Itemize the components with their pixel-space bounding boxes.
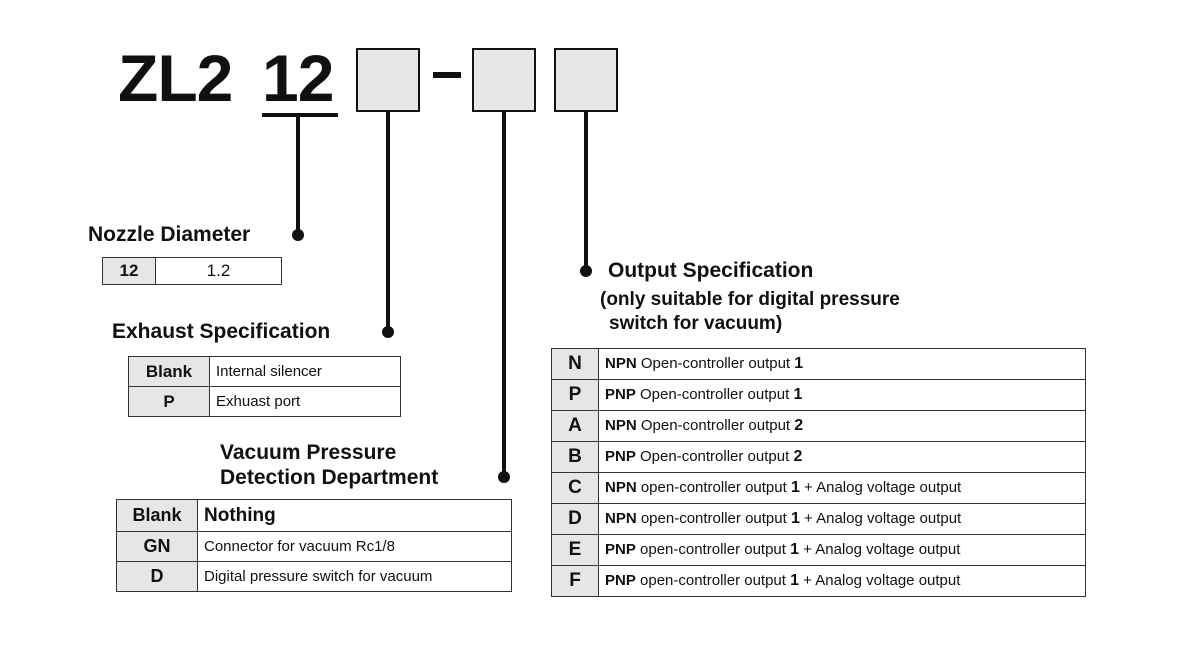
desc-cell: NPN open-controller output 1 + Analog vo… (598, 472, 1086, 504)
output-count: 1 (790, 510, 800, 527)
output-type: NPN (605, 510, 637, 527)
code-cell: B (551, 441, 599, 473)
code-cell: P (551, 379, 599, 411)
table-row: GN Connector for vacuum Rc1/8 (116, 531, 512, 562)
output-code-box (554, 48, 618, 112)
desc-cell: PNP open-controller output 1 + Analog vo… (598, 565, 1086, 597)
code-cell: F (551, 565, 599, 597)
nozzle-title: Nozzle Diameter (88, 223, 251, 246)
output-text: Open-controller output (636, 417, 795, 434)
output-count: 2 (793, 448, 803, 465)
output-text: Open-controller output (635, 448, 794, 465)
code-separator (433, 72, 461, 78)
code-cell: GN (116, 531, 198, 562)
table-row: D Digital pressure switch for vacuum (116, 561, 512, 592)
vacuum-leader-dot (498, 471, 510, 483)
output-leader-dot (580, 265, 592, 277)
table-row: Blank Nothing (116, 499, 512, 532)
desc-cell: NPN Open-controller output 2 (598, 410, 1086, 442)
vacuum-code-box (472, 48, 536, 112)
table-row: Blank Internal silencer (128, 356, 401, 387)
output-text: Open-controller output (636, 355, 795, 372)
output-count: 2 (794, 417, 804, 434)
desc-cell: NPN open-controller output 1 + Analog vo… (598, 503, 1086, 535)
output-text: open-controller output (636, 479, 791, 496)
model-diameter-code: 12 (262, 41, 334, 115)
table-row: 12 1.2 (102, 257, 282, 285)
code-cell: A (551, 410, 599, 442)
output-type: PNP (605, 448, 636, 465)
code-cell: N (551, 348, 599, 380)
output-count: 1 (793, 386, 803, 403)
output-text: open-controller output (635, 541, 791, 558)
output-leader-line (584, 112, 588, 268)
vacuum-title-line2: Detection Department (220, 466, 439, 489)
nozzle-leader-dot (292, 229, 304, 241)
output-text: Open-controller output (635, 386, 794, 403)
code-cell: 12 (102, 257, 156, 285)
output-type: NPN (605, 417, 637, 434)
code-cell: D (116, 561, 198, 592)
vacuum-table: Blank Nothing GN Connector for vacuum Rc… (116, 499, 512, 592)
output-tail: + Analog voltage output (799, 541, 961, 558)
desc-cell: PNP Open-controller output 1 (598, 379, 1086, 411)
code-cell: C (551, 472, 599, 504)
nozzle-leader-line (296, 115, 300, 231)
output-type: NPN (605, 355, 637, 372)
nozzle-table: 12 1.2 (102, 257, 282, 285)
output-text: open-controller output (636, 510, 791, 527)
desc-cell: Internal silencer (209, 356, 401, 387)
output-tail: + Analog voltage output (799, 479, 962, 496)
model-prefix: ZL2 (118, 41, 233, 115)
desc-cell: Exhuast port (209, 386, 401, 417)
code-cell: D (551, 503, 599, 535)
exhaust-title: Exhaust Specification (112, 320, 331, 343)
output-subtitle-line2: switch for vacuum) (609, 313, 783, 334)
code-cell: E (551, 534, 599, 566)
output-count: 1 (790, 541, 800, 558)
vacuum-title-line1: Vacuum Pressure (220, 441, 397, 464)
output-count: 1 (790, 479, 800, 496)
output-subtitle-line1: (only suitable for digital pressure (600, 289, 900, 310)
code-cell: P (128, 386, 210, 417)
output-text: open-controller output (635, 572, 791, 589)
table-row: P Exhuast port (128, 386, 401, 417)
desc-cell: 1.2 (155, 257, 282, 285)
desc-cell: NPN Open-controller output 1 (598, 348, 1086, 380)
output-title: Output Specification (608, 259, 814, 282)
desc-cell: Nothing (197, 499, 512, 532)
exhaust-code-box (356, 48, 420, 112)
code-cell: Blank (128, 356, 210, 387)
vacuum-leader-line (502, 112, 506, 474)
desc-cell: PNP Open-controller output 2 (598, 441, 1086, 473)
output-count: 1 (794, 355, 804, 372)
output-tail: + Analog voltage output (799, 572, 961, 589)
output-type: NPN (605, 479, 637, 496)
output-type: PNP (605, 386, 636, 403)
output-type: PNP (605, 541, 636, 558)
output-type: PNP (605, 572, 636, 589)
diameter-underline (262, 113, 338, 117)
desc-cell: Digital pressure switch for vacuum (197, 561, 512, 592)
exhaust-leader-line (386, 112, 390, 329)
exhaust-leader-dot (382, 326, 394, 338)
desc-cell: PNP open-controller output 1 + Analog vo… (598, 534, 1086, 566)
desc-cell: Connector for vacuum Rc1/8 (197, 531, 512, 562)
exhaust-table: Blank Internal silencer P Exhuast port (128, 356, 401, 417)
code-cell: Blank (116, 499, 198, 532)
output-tail: + Analog voltage output (799, 510, 962, 527)
output-count: 1 (790, 572, 800, 589)
